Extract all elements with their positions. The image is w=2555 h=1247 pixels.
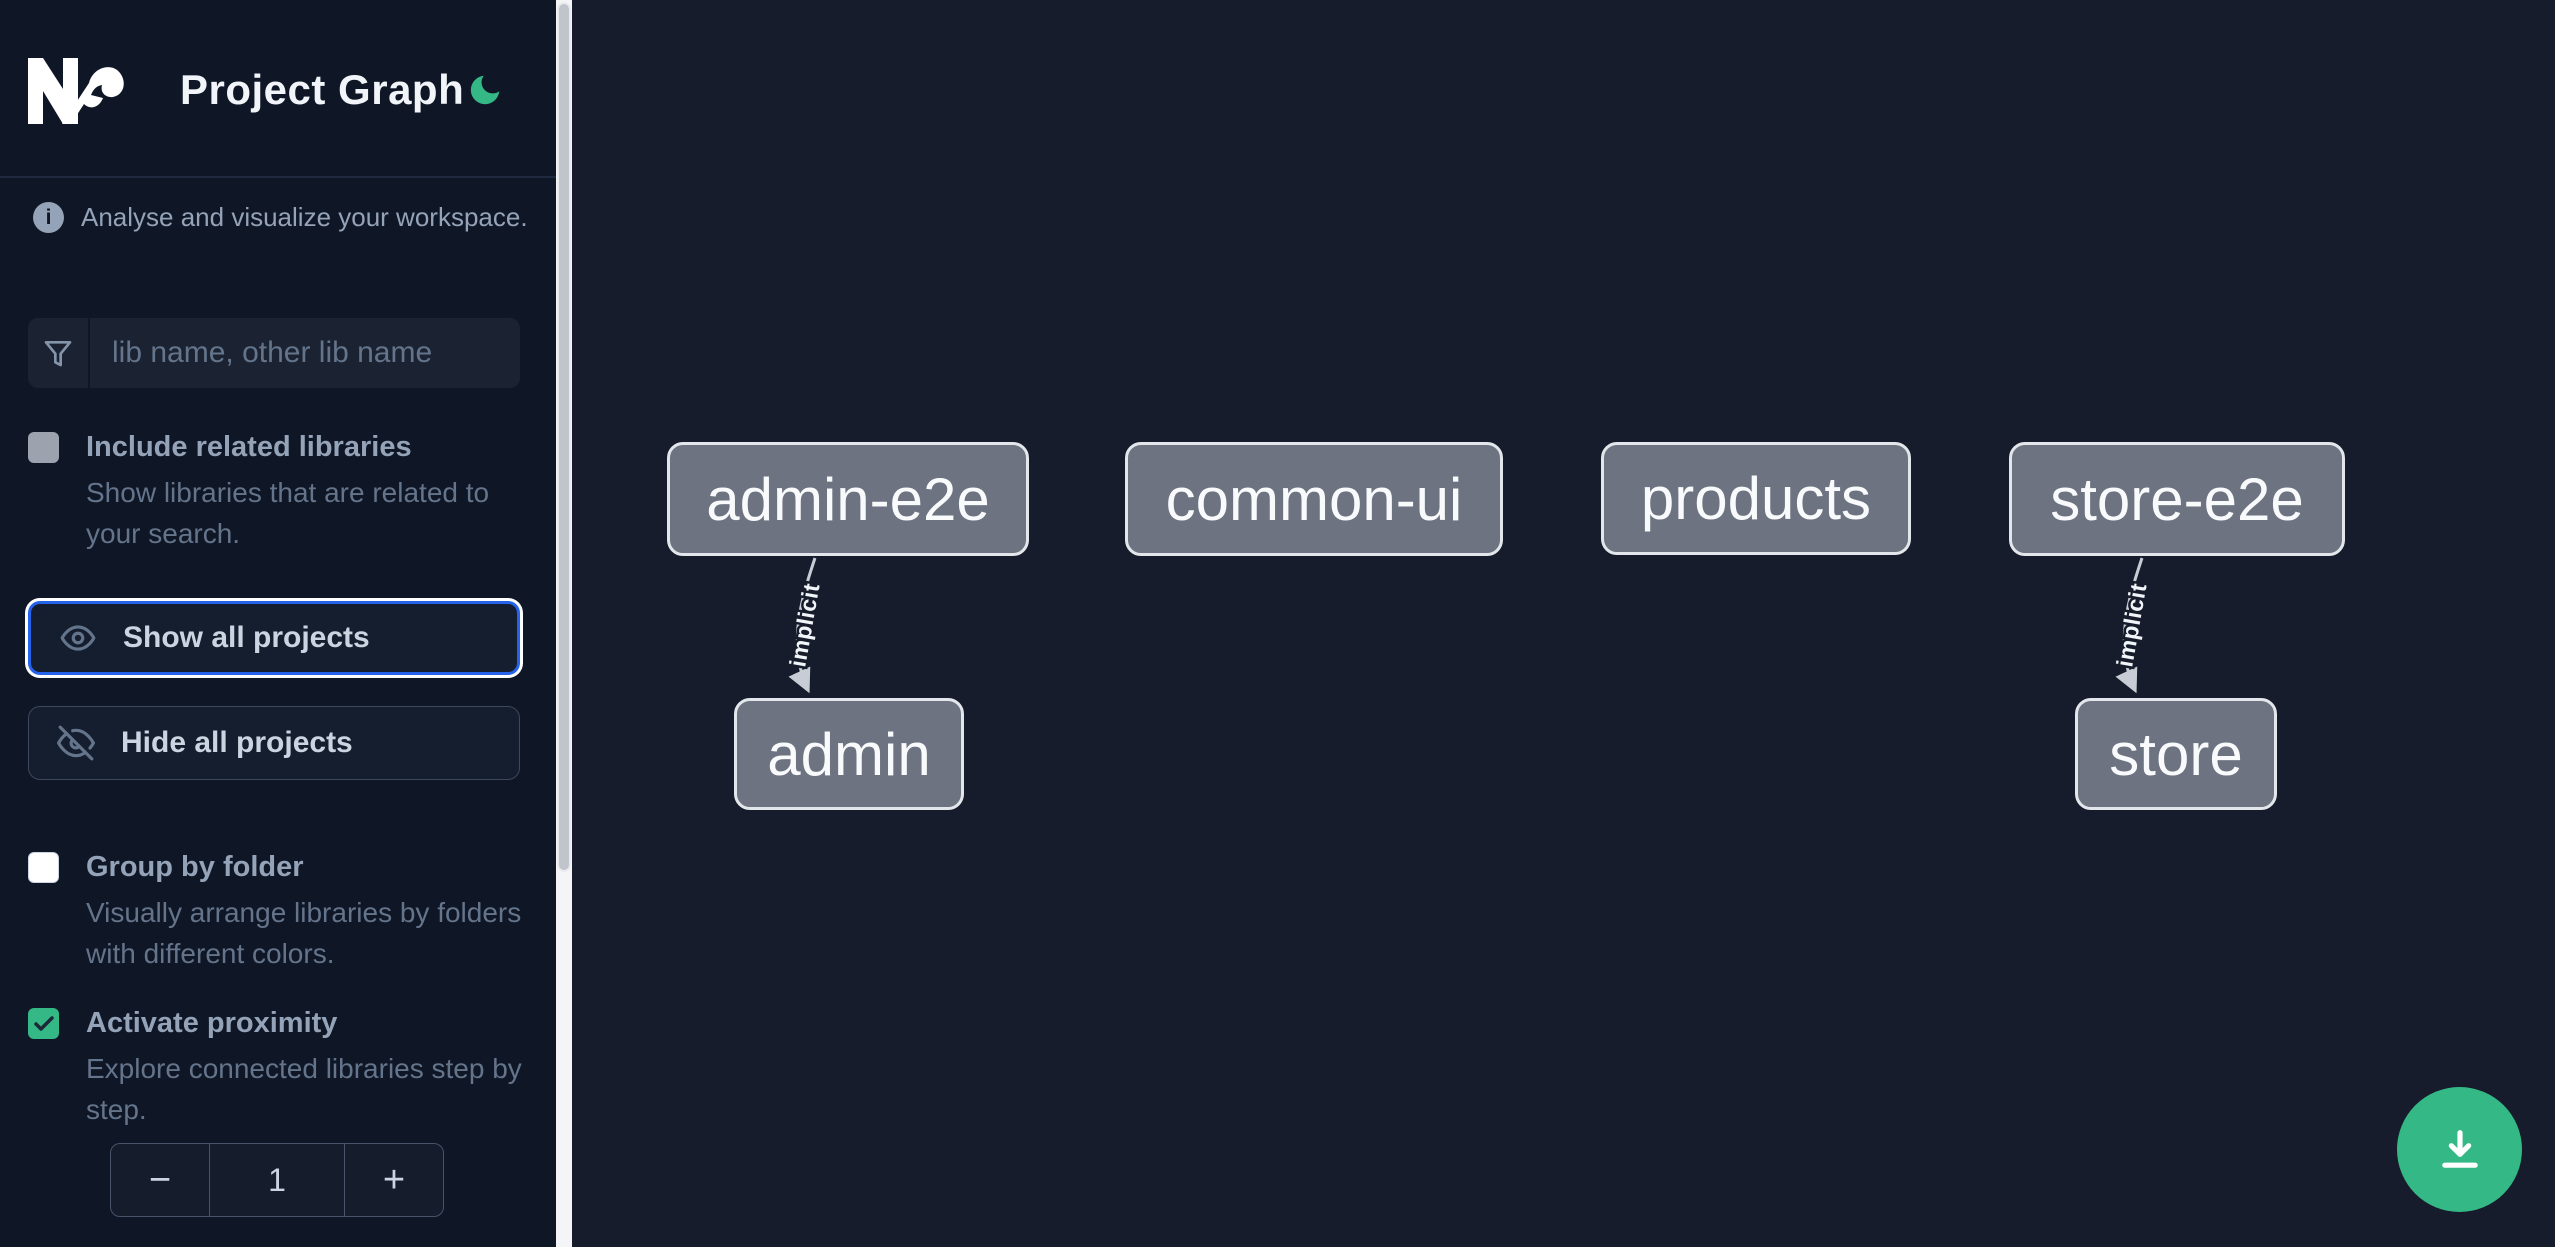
include-related-description: Show libraries that are related to your …	[86, 477, 490, 549]
graph-node-admin-e2e[interactable]: admin-e2e	[667, 442, 1029, 556]
filter-input[interactable]	[90, 318, 520, 388]
page-title: Project Graph	[180, 66, 465, 113]
funnel-icon	[28, 318, 90, 388]
moon-icon	[466, 71, 510, 109]
proximity-depth-value: 1	[209, 1144, 345, 1216]
workspace-info: i Analyse and visualize your workspace.	[33, 202, 528, 233]
theme-toggle-button[interactable]	[466, 68, 510, 112]
edge-label-store-e2e-to-store: implicit	[2111, 581, 2151, 669]
hide-all-projects-label: Hide all projects	[121, 726, 353, 759]
sidebar-header: Project Graph	[0, 0, 557, 178]
proximity-depth-stepper: − 1 +	[110, 1143, 444, 1217]
project-graph-canvas[interactable]: implicit implicit admin-e2e common-ui produ…	[572, 0, 2555, 1247]
group-by-folder-checkbox-row[interactable]: Group by folder Visually arrange librari…	[28, 850, 528, 974]
edge-label-admin-e2e-to-admin: implicit	[784, 581, 824, 669]
increment-button[interactable]: +	[345, 1144, 443, 1216]
group-by-folder-label: Group by folder	[86, 851, 304, 883]
activate-proximity-description: Explore connected libraries step by step…	[86, 1053, 522, 1125]
info-icon: i	[33, 202, 64, 233]
download-icon	[2434, 1124, 2486, 1176]
activate-proximity-checkbox[interactable]	[28, 1008, 59, 1039]
group-by-folder-description: Visually arrange libraries by folders wi…	[86, 897, 522, 969]
graph-edges: implicit implicit	[782, 557, 2154, 694]
nx-logo	[28, 58, 124, 124]
eye-icon	[59, 619, 97, 657]
include-related-label: Include related libraries	[86, 431, 412, 463]
show-all-projects-label: Show all projects	[123, 621, 370, 654]
group-by-folder-checkbox[interactable]	[28, 852, 59, 883]
graph-node-common-ui[interactable]: common-ui	[1125, 442, 1503, 556]
activate-proximity-label: Activate proximity	[86, 1007, 338, 1039]
sidebar-scrollbar-track[interactable]	[556, 0, 572, 1247]
graph-edge-admin-e2e-to-admin	[788, 557, 817, 694]
sidebar: Project Graph i Analyse and visualize yo…	[0, 0, 557, 1247]
graph-edge-store-e2e-to-store	[2115, 557, 2144, 694]
include-related-checkbox-row[interactable]: Include related libraries Show libraries…	[28, 430, 528, 554]
hide-all-projects-button[interactable]: Hide all projects	[28, 706, 520, 780]
graph-node-store[interactable]: store	[2075, 698, 2277, 810]
workspace-info-text: Analyse and visualize your workspace.	[81, 202, 528, 232]
decrement-button[interactable]: −	[111, 1144, 209, 1216]
show-all-projects-button[interactable]: Show all projects	[28, 601, 520, 675]
download-graph-button[interactable]	[2397, 1087, 2522, 1212]
checkmark-icon	[32, 1012, 56, 1036]
sidebar-scrollbar-thumb[interactable]	[557, 2, 571, 872]
activate-proximity-checkbox-row[interactable]: Activate proximity Explore connected lib…	[28, 1006, 528, 1130]
graph-node-products[interactable]: products	[1601, 442, 1911, 555]
graph-node-store-e2e[interactable]: store-e2e	[2009, 442, 2345, 556]
include-related-checkbox[interactable]	[28, 432, 59, 463]
filter-box	[28, 318, 520, 388]
graph-node-admin[interactable]: admin	[734, 698, 964, 810]
eye-off-icon	[57, 724, 95, 762]
